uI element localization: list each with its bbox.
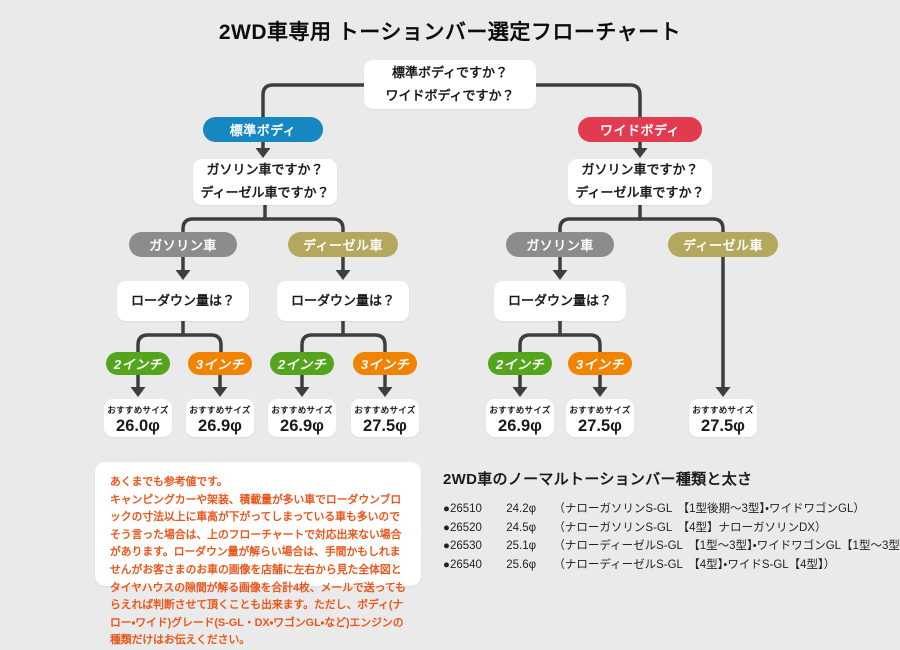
recommend-label: おすすめサイズ	[569, 405, 631, 415]
fuel-question-box-wide: ガソリン車ですか？ ディーゼル車ですか？	[568, 159, 712, 205]
recommend-size: 26.9φ	[280, 417, 324, 435]
two-inch-pill: 2インチ	[106, 352, 170, 375]
three-inch-pill: 3インチ	[353, 352, 417, 375]
spec-description: （ナローディーゼルS-GL 【1型〜3型】・ワイドワゴンGL【1型〜3型】）	[553, 540, 900, 552]
spec-list-heading: 2WD車のノーマルトーションバー種類と太さ	[443, 471, 753, 488]
spec-row: ●26540 25.6φ （ナローディーゼルS-GL 【4型】・ワイドS-GL【…	[443, 556, 883, 575]
recommend-label: おすすめサイズ	[354, 405, 416, 415]
result-box: おすすめサイズ 26.0φ	[104, 399, 172, 437]
root-question-box: 標準ボディですか？ ワイドボディですか？	[364, 60, 536, 109]
spec-code: ●26540	[443, 558, 482, 571]
recommend-size: 26.9φ	[198, 417, 242, 435]
spec-row: ●26510 24.2φ （ナローガソリンS-GL 【1型後期〜3型】・ワイドワ…	[443, 500, 883, 519]
two-inch-pill: 2インチ	[488, 352, 552, 375]
three-inch-pill: 3インチ	[568, 352, 632, 375]
root-question-line1: 標準ボディですか？	[391, 64, 509, 80]
spec-description: （ナローガソリンS-GL 【4型】ナローガソリンDX）	[553, 521, 827, 534]
page-title: 2WD車専用 トーションバー選定フローチャート	[218, 21, 682, 44]
root-question-line2: ワイドボディですか？	[385, 87, 515, 103]
result-box: おすすめサイズ 26.9φ	[486, 399, 554, 437]
gasoline-pill-standard: ガソリン車	[129, 232, 237, 257]
recommend-size: 26.0φ	[116, 417, 160, 435]
fuel-question-line2: ディーゼル車ですか？	[575, 185, 705, 200]
spec-code: ●26520	[443, 521, 482, 534]
spec-code: ●26510	[443, 503, 482, 515]
recommend-size: 27.5φ	[701, 417, 745, 435]
standard-body-pill: 標準ボディ	[203, 117, 323, 142]
spec-description: （ナローディーゼルS-GL 【4型】・ワイドS-GL【4型】）	[553, 558, 836, 571]
disclaimer-intro: あくまでも参考値です。	[110, 476, 228, 488]
gasoline-pill-wide: ガソリン車	[506, 232, 614, 257]
result-box: おすすめサイズ 27.5φ	[689, 399, 757, 437]
result-box: おすすめサイズ 27.5φ	[566, 399, 634, 437]
torsion-bar-spec-list: 2WD車のノーマルトーションバー種類と太さ ●26510 24.2φ （ナローガ…	[443, 468, 900, 575]
lowdown-question-box: ローダウン量は？	[117, 281, 249, 321]
result-box: おすすめサイズ 27.5φ	[351, 399, 419, 437]
spec-diameter: 24.2φ	[506, 503, 537, 515]
recommend-label: おすすめサイズ	[489, 405, 551, 415]
spec-diameter: 25.1φ	[506, 540, 537, 552]
three-inch-pill: 3インチ	[188, 352, 252, 375]
recommend-size: 26.9φ	[498, 417, 542, 435]
fuel-question-line2: ディーゼル車ですか？	[200, 185, 330, 200]
wide-body-pill: ワイドボディ	[578, 117, 702, 142]
diesel-pill-wide: ディーゼル車	[668, 232, 778, 257]
two-inch-pill: 2インチ	[270, 352, 334, 375]
disclaimer-note: あくまでも参考値です。 キャンピングカーや架装、積載量が多い車でローダウンブロッ…	[95, 462, 421, 646]
lowdown-question-box: ローダウン量は？	[277, 281, 409, 321]
spec-row: ●26520 24.5φ （ナローガソリンS-GL 【4型】ナローガソリンDX）	[443, 519, 883, 538]
result-box: おすすめサイズ 26.9φ	[186, 399, 254, 437]
recommend-size: 27.5φ	[578, 417, 622, 435]
spec-code: ●26530	[443, 540, 482, 552]
spec-diameter: 24.5φ	[506, 521, 537, 534]
diesel-pill-standard: ディーゼル車	[288, 232, 398, 257]
result-box: おすすめサイズ 26.9φ	[268, 399, 336, 437]
spec-diameter: 25.6φ	[506, 558, 537, 571]
fuel-question-line1: ガソリン車ですか？	[581, 162, 699, 178]
recommend-label: おすすめサイズ	[692, 405, 754, 415]
recommend-label: おすすめサイズ	[189, 405, 251, 415]
fuel-question-line1: ガソリン車ですか？	[206, 162, 324, 178]
disclaimer-body: キャンピングカーや架装、積載量が多い車でローダウンブロックの寸法以上に車高が下が…	[110, 493, 406, 647]
flow-connectors-graphic	[130, 83, 731, 397]
flowchart-page: { "title": "2WD車専用 トーションバー選定フローチャート", "c…	[95, 21, 900, 647]
lowdown-question-box: ローダウン量は？	[494, 281, 626, 321]
spec-row: ●26530 25.1φ （ナローディーゼルS-GL 【1型〜3型】・ワイドワゴ…	[443, 537, 900, 556]
fuel-question-box-standard: ガソリン車ですか？ ディーゼル車ですか？	[193, 159, 337, 205]
recommend-label: おすすめサイズ	[271, 405, 333, 415]
spec-description: （ナローガソリンS-GL 【1型後期〜3型】・ワイドワゴンGL）	[553, 503, 865, 515]
recommend-size: 27.5φ	[363, 417, 407, 435]
recommend-label: おすすめサイズ	[107, 405, 169, 415]
